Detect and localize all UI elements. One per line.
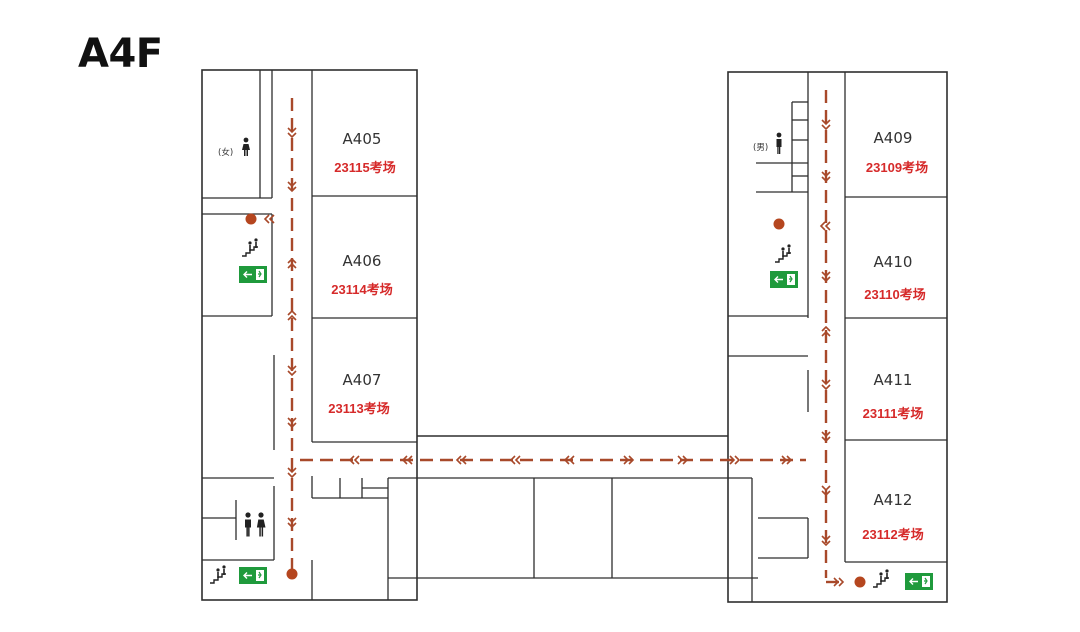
chevron-icon	[821, 485, 831, 497]
restroom-icon	[245, 512, 266, 537]
location-dot-icon	[245, 213, 257, 225]
chevron-icon	[287, 517, 297, 529]
chevron-icon	[287, 181, 297, 193]
chevron-icon	[821, 325, 831, 337]
stairs-icon	[210, 565, 226, 584]
exam-label: 23112考场	[862, 527, 923, 542]
emergency-exit-icon	[239, 266, 267, 283]
chevron-icon	[821, 431, 831, 443]
chevron-icon	[729, 455, 741, 465]
location-dot-icon	[854, 576, 866, 588]
stairs-icon	[873, 569, 889, 588]
room-labels: A405 23115考场 A406 23114考场 A407 23113考场 A…	[328, 129, 928, 542]
chevron-icon	[623, 455, 635, 465]
room-name: A405	[343, 130, 382, 148]
exam-label: 23110考场	[864, 287, 925, 302]
male-restroom-icon	[776, 132, 782, 154]
chevron-icon	[563, 455, 575, 465]
location-dot-icon	[773, 218, 785, 230]
chevron-icon	[821, 171, 831, 183]
male-restroom-label: (男)	[753, 143, 768, 153]
walls	[201, 69, 948, 603]
female-restroom-icon	[242, 137, 250, 156]
emergency-exit-icon	[239, 567, 267, 584]
chevron-icon	[821, 535, 831, 547]
exam-label: 23114考场	[331, 282, 392, 297]
female-restroom-label: (女)	[218, 147, 233, 158]
chevron-icon	[833, 577, 845, 587]
exam-label: 23113考场	[328, 401, 389, 416]
chevron-icon	[348, 455, 360, 465]
exam-label: 23111考场	[863, 406, 924, 421]
room-name: A407	[343, 371, 382, 389]
chevron-icon	[819, 221, 831, 231]
exam-label: 23109考场	[866, 160, 928, 175]
chevron-icon	[781, 455, 793, 465]
chevron-icon	[401, 455, 413, 465]
chevron-icon	[287, 467, 297, 479]
location-dot-icon	[286, 568, 298, 580]
emergency-exit-icon	[770, 271, 798, 288]
chevron-icon	[287, 257, 297, 269]
location-dots	[245, 213, 866, 588]
room-name: A409	[874, 129, 913, 147]
chevron-icon	[287, 309, 297, 321]
chevron-icon	[287, 127, 297, 139]
stairs-icon	[242, 238, 258, 257]
room-name: A410	[874, 253, 913, 271]
room-name: A406	[343, 252, 382, 270]
chevron-icon	[455, 455, 467, 465]
stairs-icon	[775, 244, 791, 263]
male-restroom: (男)	[753, 132, 782, 154]
chevron-icon	[287, 417, 297, 429]
chevron-icon	[821, 119, 831, 131]
chevron-icon	[263, 214, 275, 224]
female-restroom: (女)	[218, 137, 250, 158]
chevron-icon	[509, 455, 521, 465]
floor-title: A4F	[78, 31, 163, 77]
chevron-icon	[821, 271, 831, 283]
room-name: A411	[874, 371, 913, 389]
exam-label: 23115考场	[334, 160, 395, 175]
room-name: A412	[874, 491, 913, 509]
emergency-exit-icon	[905, 573, 933, 590]
chevron-icon	[677, 455, 689, 465]
evacuation-routes	[290, 90, 846, 584]
chevron-icon	[287, 365, 297, 377]
exit-group	[239, 266, 933, 590]
route-chevrons	[263, 119, 845, 587]
stairs-group	[210, 238, 889, 588]
chevron-icon	[821, 379, 831, 391]
